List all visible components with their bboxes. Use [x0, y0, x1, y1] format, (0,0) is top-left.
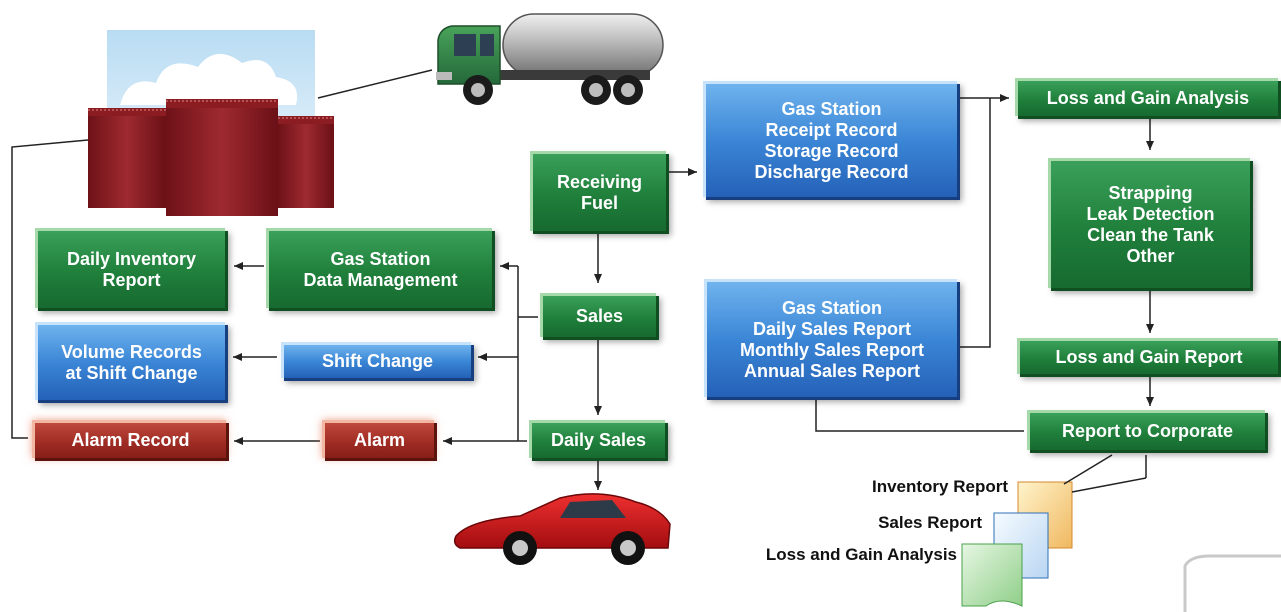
node-loss-gain-analysis: Loss and Gain Analysis	[1015, 78, 1278, 116]
node-sales-label: Sales	[575, 306, 624, 326]
doc-label-inventory-report: Inventory Report	[871, 477, 1008, 496]
node-alarm-record: Alarm Record	[32, 420, 226, 458]
node-data-management-label: Gas Station Data Management	[303, 248, 458, 290]
node-sales-reports: Gas Station Daily Sales Report Monthly S…	[704, 279, 957, 397]
doc-label-loss-gain-analysis: Loss and Gain Analysis	[765, 545, 957, 564]
node-daily-sales: Daily Sales	[529, 420, 665, 458]
node-daily-sales-label: Daily Sales	[550, 430, 647, 450]
node-receiving-fuel: Receiving Fuel	[530, 151, 666, 231]
node-tank-tasks-label: Strapping Leak Detection Clean the Tank …	[1086, 182, 1215, 266]
node-data-management: Gas Station Data Management	[266, 228, 492, 308]
node-loss-gain-report-label: Loss and Gain Report	[1055, 347, 1243, 367]
node-volume-records-label: Volume Records at Shift Change	[61, 341, 202, 383]
node-receiving-fuel-label: Receiving Fuel	[556, 171, 643, 213]
node-loss-gain-report: Loss and Gain Report	[1017, 338, 1278, 374]
node-alarm-record-label: Alarm Record	[71, 430, 190, 450]
node-alarm-label: Alarm	[353, 430, 406, 450]
node-daily-inventory-report-label: Daily Inventory Report	[66, 248, 197, 290]
node-loss-gain-analysis-label: Loss and Gain Analysis	[1046, 88, 1250, 108]
node-sales-reports-label: Gas Station Daily Sales Report Monthly S…	[739, 297, 925, 381]
fuel-truck-icon	[436, 13, 664, 105]
node-gas-station-records: Gas Station Receipt Record Storage Recor…	[703, 81, 957, 197]
node-daily-inventory-report: Daily Inventory Report	[35, 228, 225, 308]
node-sales: Sales	[540, 293, 656, 337]
node-tank-tasks: Strapping Leak Detection Clean the Tank …	[1048, 158, 1250, 288]
node-gas-station-records-label: Gas Station Receipt Record Storage Recor…	[754, 98, 909, 182]
node-report-to-corporate-label: Report to Corporate	[1062, 421, 1233, 441]
storage-tanks-icon	[88, 30, 334, 216]
node-alarm: Alarm	[322, 420, 434, 458]
node-shift-change-label: Shift Change	[322, 351, 433, 371]
document-stack-icon	[961, 481, 1073, 607]
node-shift-change: Shift Change	[281, 342, 471, 378]
node-volume-records: Volume Records at Shift Change	[35, 322, 225, 400]
doc-label-sales-report: Sales Report	[878, 513, 982, 532]
node-report-to-corporate: Report to Corporate	[1027, 410, 1265, 450]
sports-car-icon	[453, 493, 671, 565]
